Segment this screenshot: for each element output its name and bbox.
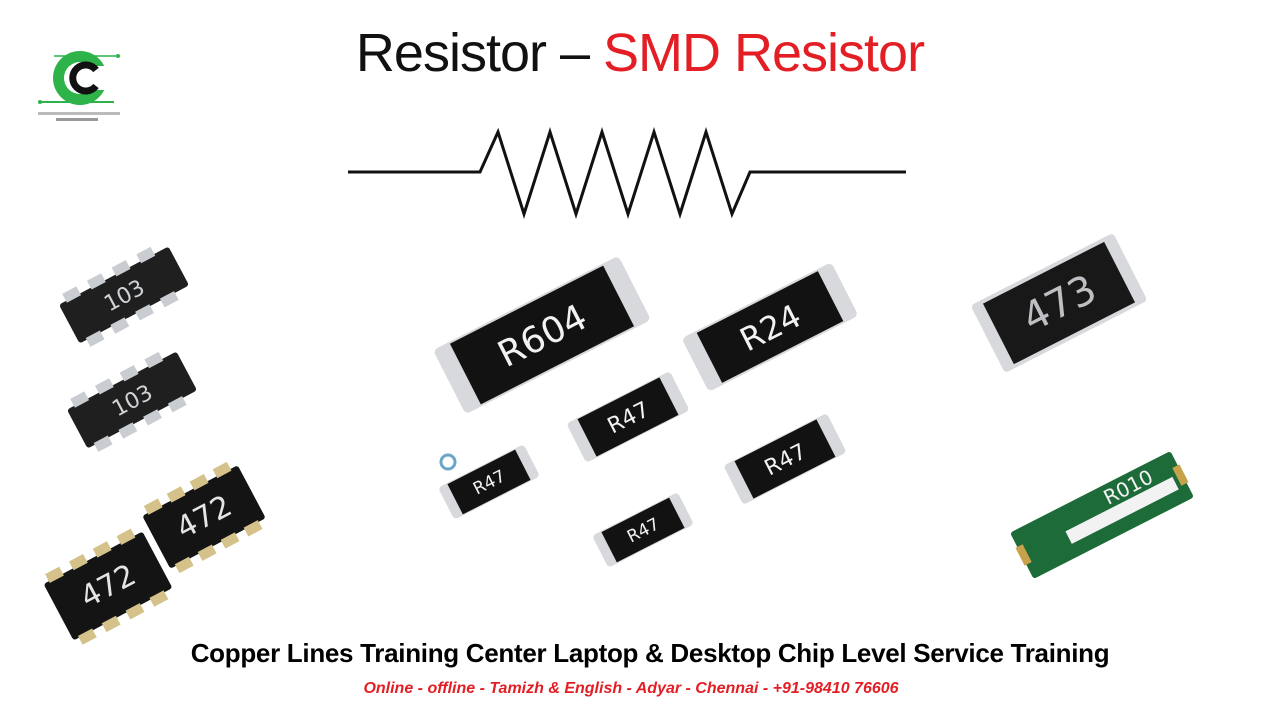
resistor-array-103-bottom: 103 <box>67 351 197 452</box>
smd-chip-r604: R604 <box>434 257 650 413</box>
footer-sub-text: Online - offline - Tamizh & English - Ad… <box>363 680 899 697</box>
footer-main-text: Copper Lines Training Center Laptop & De… <box>190 638 1110 668</box>
cursor-ring-icon <box>439 453 457 471</box>
resistor-array-103-top: 103 <box>59 246 189 347</box>
smd-chip-r24: R24 <box>683 263 857 391</box>
smd-chip-r47-small-bottom: R47 <box>593 493 693 567</box>
smd-chip-r47-right: R47 <box>724 414 846 504</box>
smd-chip-r47-small-left: R47 <box>439 445 539 519</box>
smd-chip-473: 473 <box>972 234 1147 372</box>
resistor-array-472-right: 472 <box>143 461 265 574</box>
title-highlight: SMD Resistor <box>603 23 925 83</box>
resistor-array-472-left: 472 <box>44 528 172 645</box>
current-sense-resistor-r010: R010 <box>1011 452 1193 578</box>
copper-lines-logo-icon <box>38 51 120 121</box>
resistor-symbol-icon <box>348 127 906 219</box>
logo <box>34 44 126 126</box>
slide-title: Resistor – SMD Resistor <box>0 22 1280 84</box>
smd-chip-r47-upper: R47 <box>567 372 689 462</box>
title-main: Resistor – <box>355 23 604 83</box>
